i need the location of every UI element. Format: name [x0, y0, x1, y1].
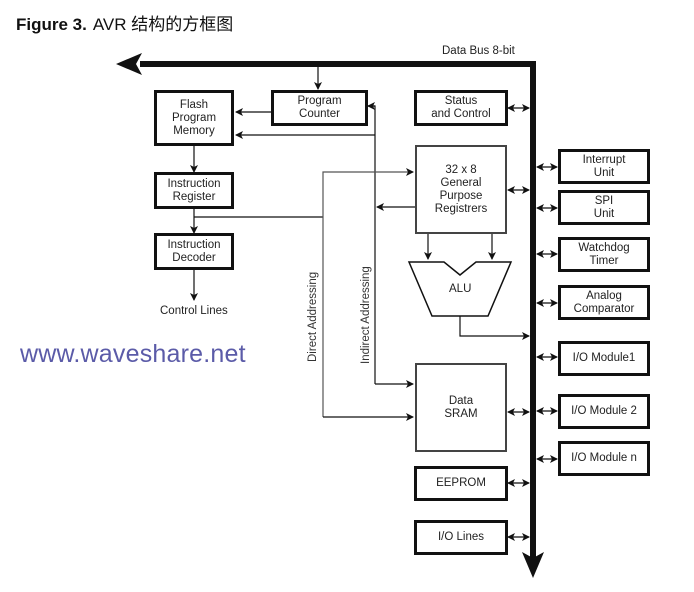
watchdog-timer-block: Watchdog Timer	[558, 237, 650, 272]
data-sram-block: Data SRAM	[415, 363, 507, 452]
io-module-2-block: I/O Module 2	[558, 394, 650, 429]
alu-label: ALU	[449, 283, 472, 295]
alu-shape	[407, 261, 513, 317]
interrupt-unit-block: Interrupt Unit	[558, 149, 650, 184]
direct-addressing-label: Direct Addressing	[307, 271, 319, 362]
figure-title: Figure 3. AVR 结构的方框图	[16, 10, 233, 35]
alu-to-bus-line	[459, 316, 530, 340]
status-control-block: Status and Control	[414, 90, 508, 126]
eeprom-block: EEPROM	[414, 466, 508, 501]
direct-to-gpr-line	[322, 168, 414, 417]
spi-unit-block: SPI Unit	[558, 190, 650, 225]
instruction-decoder-block: Instruction Decoder	[154, 233, 234, 270]
io-module-n-block: I/O Module n	[558, 441, 650, 476]
figure-number: Figure 3.	[16, 15, 87, 34]
watermark: www.waveshare.net	[20, 340, 246, 368]
control-lines-label: Control Lines	[160, 305, 228, 317]
io-module-1-block: I/O Module1	[558, 341, 650, 376]
program-counter-block: Program Counter	[271, 90, 368, 126]
analog-comparator-block: Analog Comparator	[558, 285, 650, 320]
indirect-addressing-label: Indirect Addressing	[360, 266, 372, 364]
bus-arrow-down-icon	[522, 552, 544, 578]
flash-program-memory-block: Flash Program Memory	[154, 90, 234, 146]
gp-registers-block: 32 x 8 General Purpose Registrers	[415, 145, 507, 234]
instruction-register-block: Instruction Register	[154, 172, 234, 209]
bus-arrow-left-icon	[116, 53, 142, 75]
figure-caption: AVR 结构的方框图	[92, 15, 234, 34]
data-bus-label: Data Bus 8-bit	[442, 45, 515, 57]
io-lines-block: I/O Lines	[414, 520, 508, 555]
data-bus	[116, 53, 544, 578]
